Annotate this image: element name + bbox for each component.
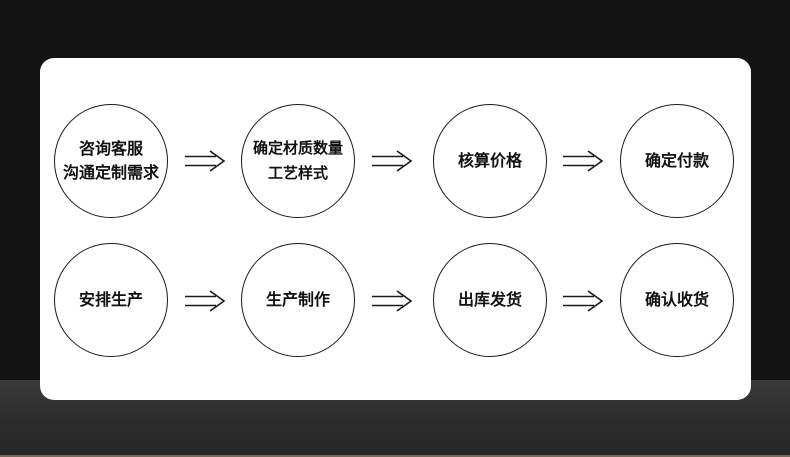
double-arrow-icon (185, 290, 226, 312)
step-confirm-receipt: 确认收货 (620, 243, 734, 357)
step-label: 确认收货 (644, 290, 709, 309)
step-label: 咨询客服 沟通定制需求 (62, 139, 159, 182)
double-arrow-icon (185, 150, 226, 172)
double-arrow-icon (563, 150, 604, 172)
step-label: 安排生产 (78, 290, 143, 309)
step-confirm-material: 确定材质数量 工艺样式 (241, 104, 355, 218)
step-label: 生产制作 (265, 290, 330, 309)
double-arrow-icon (372, 150, 413, 172)
step-ship-out: 出库发货 (433, 243, 547, 357)
step-calculate-price: 核算价格 (433, 104, 547, 218)
step-production: 生产制作 (241, 243, 355, 357)
bottom-edge-line (0, 455, 790, 457)
step-consult-service: 咨询客服 沟通定制需求 (54, 104, 168, 218)
step-label: 确定付款 (644, 151, 709, 170)
double-arrow-icon (372, 290, 413, 312)
step-arrange-production: 安排生产 (54, 243, 168, 357)
double-arrow-icon (563, 290, 604, 312)
step-confirm-payment: 确定付款 (620, 104, 734, 218)
step-label: 出库发货 (457, 290, 522, 309)
process-card: 咨询客服 沟通定制需求 确定材质数量 工艺样式 核算价格 确定付款 安排生产 生… (40, 58, 751, 400)
step-label: 确定材质数量 工艺样式 (252, 139, 343, 182)
step-label: 核算价格 (457, 151, 522, 170)
